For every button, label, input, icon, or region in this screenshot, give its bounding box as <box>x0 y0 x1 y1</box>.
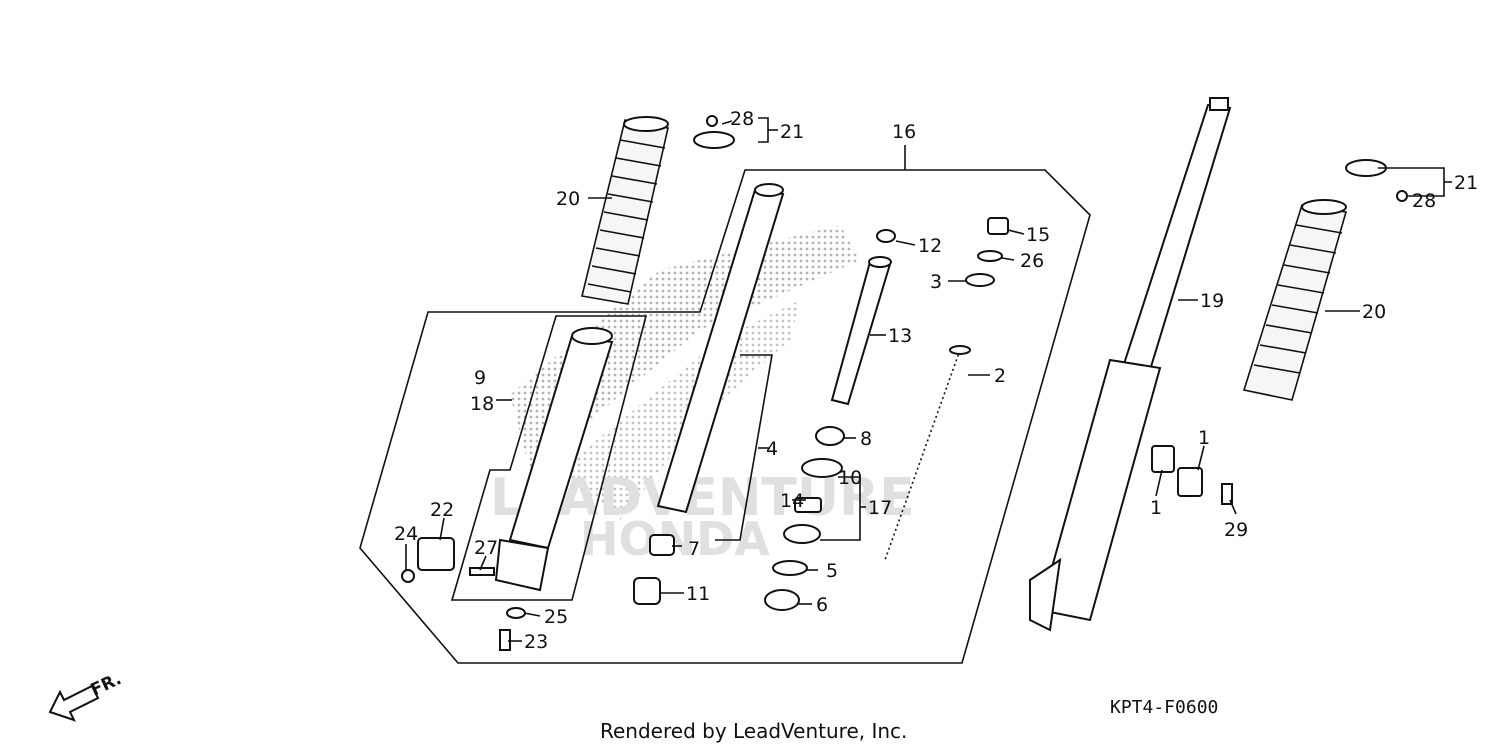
callout-1b: 1 <box>1198 427 1210 449</box>
assembly-outline <box>359 169 1091 664</box>
callout-23: 23 <box>524 631 548 653</box>
credit-text: Rendered by LeadVenture, Inc. <box>600 719 907 743</box>
callout-27: 27 <box>474 537 498 559</box>
subassembly-outline-4 <box>715 354 773 541</box>
fork-right-assembly <box>1029 97 1232 632</box>
callout-8: 8 <box>860 428 872 450</box>
callout-15: 15 <box>1026 224 1050 246</box>
callout-11: 11 <box>686 583 710 605</box>
inner-fork-tube <box>656 183 785 514</box>
leader-lines <box>405 117 1452 642</box>
fork-boot-right <box>1242 199 1348 401</box>
diagram-code: KPT4-F0600 <box>1110 697 1218 718</box>
callout-6: 6 <box>816 594 828 616</box>
fork-boot-left <box>581 116 669 305</box>
callout-19: 19 <box>1200 290 1224 312</box>
callout-18: 18 <box>470 393 494 415</box>
callout-21-left: 21 <box>780 121 804 143</box>
callout-28-left: 28 <box>730 108 754 130</box>
callout-13: 13 <box>888 325 912 347</box>
callout-21-right: 21 <box>1454 172 1478 194</box>
callout-2: 2 <box>994 365 1006 387</box>
callout-10: 10 <box>838 467 862 489</box>
callout-29: 29 <box>1224 519 1248 541</box>
callout-14: 14 <box>780 490 804 512</box>
callout-9: 9 <box>474 367 486 389</box>
callout-3: 3 <box>930 271 942 293</box>
callout-labels: 1 1 2 3 4 5 6 7 8 9 10 11 12 13 14 15 16… <box>394 108 1478 653</box>
small-parts <box>401 115 1408 651</box>
callout-22: 22 <box>430 499 454 521</box>
watermark-brand: HONDA <box>580 512 770 566</box>
fork-spring <box>884 345 971 561</box>
direction-label: FR. <box>88 669 125 700</box>
callout-1a: 1 <box>1150 497 1162 519</box>
callout-4: 4 <box>766 438 778 460</box>
callout-26: 26 <box>1020 250 1044 272</box>
callout-28-right: 28 <box>1412 190 1436 212</box>
callout-7: 7 <box>688 538 700 560</box>
callout-5: 5 <box>826 560 838 582</box>
callout-12: 12 <box>918 235 942 257</box>
callout-20-right: 20 <box>1362 301 1386 323</box>
subassembly-outline <box>450 315 648 601</box>
callout-17: 17 <box>868 497 892 519</box>
callout-16: 16 <box>892 121 916 143</box>
callout-24: 24 <box>394 523 418 545</box>
callout-25: 25 <box>544 606 568 628</box>
damper-rod <box>830 256 892 406</box>
callout-20-left: 20 <box>556 188 580 210</box>
fork-slider <box>494 327 614 592</box>
front-direction-arrow: FR. <box>48 669 125 722</box>
